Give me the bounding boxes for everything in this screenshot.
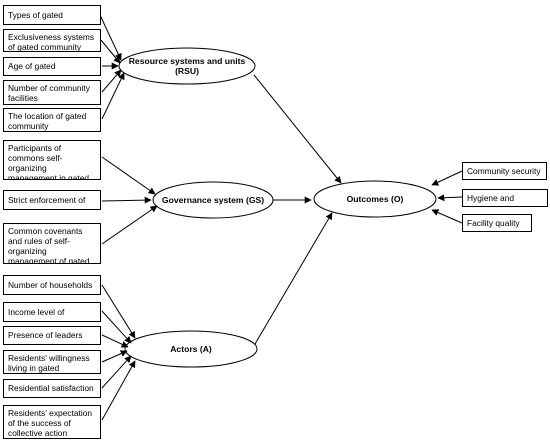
o-node-label: Outcomes (O) <box>346 194 404 204</box>
a-ellipse <box>124 330 258 368</box>
a-node-label: Actors (A) <box>170 344 212 354</box>
gs-factor-box: Participants of commons self-organizing … <box>3 140 101 180</box>
o-ellipse <box>313 180 437 218</box>
rsu-factor-box: Number of community facilities <box>3 80 101 105</box>
o-factor-box: Community security <box>462 162 547 180</box>
edge-rsu-o <box>253 74 342 184</box>
rsu-factor-box: The location of gated community <box>3 108 101 132</box>
edge-rsu-f4 <box>101 69 122 93</box>
gs-node-label: Governance system (GS) <box>161 195 265 205</box>
edge-gs-f3 <box>101 205 158 245</box>
edge-o-f3 <box>431 209 463 224</box>
rsu-ellipse <box>118 47 256 85</box>
rsu-factor-box: Age of gated community <box>3 57 101 76</box>
edge-a-o <box>254 212 333 345</box>
gs-factor-box: Common covenants and rules of self-organ… <box>3 223 101 264</box>
rsu-factor-box: Exclusiveness systems of gated community <box>3 29 101 52</box>
rsu-factor-box: Types of gated community <box>3 5 101 25</box>
gs-factor-box: Strict enforcement of rules <box>3 190 101 210</box>
edge-a-f5 <box>101 355 132 389</box>
a-factor-box: Income level of residents <box>3 302 101 322</box>
a-factor-box: Residents' expectation of the success of… <box>3 405 101 439</box>
edge-rsu-f5 <box>101 72 125 120</box>
edge-gs-f1 <box>101 156 156 195</box>
edge-a-f3 <box>101 334 129 348</box>
rsu-node-label: Resource systems and units (RSU) <box>128 56 246 76</box>
o-factor-box: Facility quality <box>462 214 532 232</box>
o-factor-box: Hygiene and cleanliness <box>462 189 548 207</box>
edge-o-f2 <box>437 194 463 202</box>
edge-a-f4 <box>101 350 128 363</box>
edge-a-f2 <box>101 310 132 344</box>
edge-gs-f2 <box>101 196 152 204</box>
edge-a-f6 <box>101 360 136 421</box>
edge-o-f1 <box>431 170 463 186</box>
edge-rsu-f2 <box>100 39 121 64</box>
a-factor-box: Number of households <box>3 275 101 295</box>
a-factor-box: Presence of leaders <box>3 326 101 345</box>
a-factor-box: Residents' willingness living in gated c… <box>3 350 101 374</box>
edge-rsu-f1 <box>99 14 122 61</box>
edge-a-f1 <box>101 284 136 339</box>
a-factor-box: Residential satisfaction <box>3 379 101 398</box>
